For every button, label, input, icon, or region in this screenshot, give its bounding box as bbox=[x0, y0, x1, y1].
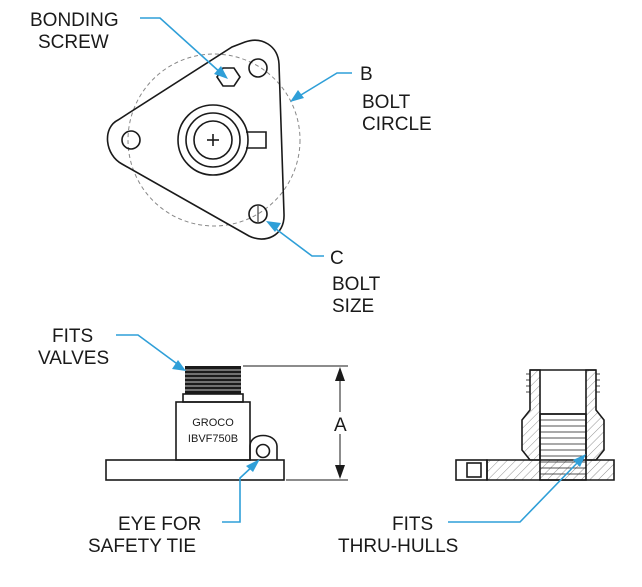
bolt-circle-label-2: CIRCLE bbox=[362, 114, 432, 135]
bolt-hole-bottom bbox=[248, 204, 268, 224]
eye-leader bbox=[222, 463, 256, 523]
model-text: IBVF750B bbox=[188, 433, 238, 445]
section-view bbox=[455, 369, 615, 481]
thru-label-2: THRU-HULLS bbox=[338, 536, 458, 557]
bolt-hole-top bbox=[248, 58, 268, 78]
bolt-size-label-2: SIZE bbox=[332, 296, 374, 317]
bonding-screw-hex bbox=[216, 67, 241, 87]
bonding-leader bbox=[140, 17, 223, 75]
body-outer bbox=[177, 104, 249, 176]
a-letter: A bbox=[334, 415, 347, 436]
eye-hole bbox=[255, 443, 271, 459]
eye-lug bbox=[249, 434, 278, 460]
fits-valves-label-2: VALVES bbox=[38, 348, 109, 369]
section-base-hatch bbox=[486, 459, 615, 481]
thru-label-1: FITS bbox=[392, 514, 433, 535]
side-tab bbox=[246, 131, 267, 149]
bolt-circle-leader bbox=[295, 72, 352, 99]
section-left-wall bbox=[521, 369, 541, 461]
bolt-size-label-1: BOLT bbox=[332, 274, 381, 295]
threaded-top bbox=[185, 366, 241, 394]
section-base-left bbox=[455, 459, 488, 481]
fits-valves-label-1: FITS bbox=[52, 326, 93, 347]
fits-valves-leader bbox=[116, 334, 181, 367]
bolt-hole-left bbox=[121, 130, 141, 150]
bolt-size-leader bbox=[271, 225, 324, 257]
body-inner bbox=[193, 120, 233, 160]
thru-hull-leader bbox=[448, 459, 581, 523]
thread-lines bbox=[185, 369, 241, 391]
dimension-a: A bbox=[243, 365, 348, 481]
c-letter: C bbox=[330, 248, 344, 269]
body-neck bbox=[182, 393, 244, 403]
brand-text: GROCO bbox=[192, 417, 234, 429]
body-ring bbox=[185, 112, 241, 168]
side-view: GROCO IBVF750B bbox=[105, 366, 285, 481]
eye-label-2: SAFETY TIE bbox=[88, 536, 196, 557]
bolt-circle-label-1: BOLT bbox=[362, 92, 411, 113]
section-right-wall bbox=[585, 369, 605, 461]
b-letter: B bbox=[360, 64, 373, 85]
top-view bbox=[106, 39, 301, 240]
external-threads bbox=[526, 373, 600, 393]
section-slot bbox=[466, 462, 482, 478]
triangular-flange bbox=[106, 39, 285, 240]
bonding-label-2: SCREW bbox=[38, 32, 109, 53]
bonding-label-1: BONDING bbox=[30, 10, 119, 31]
eye-label-1: EYE FOR bbox=[118, 514, 201, 535]
internal-threads bbox=[540, 419, 586, 475]
bolt-circle bbox=[127, 53, 301, 227]
body-lower bbox=[175, 401, 251, 461]
